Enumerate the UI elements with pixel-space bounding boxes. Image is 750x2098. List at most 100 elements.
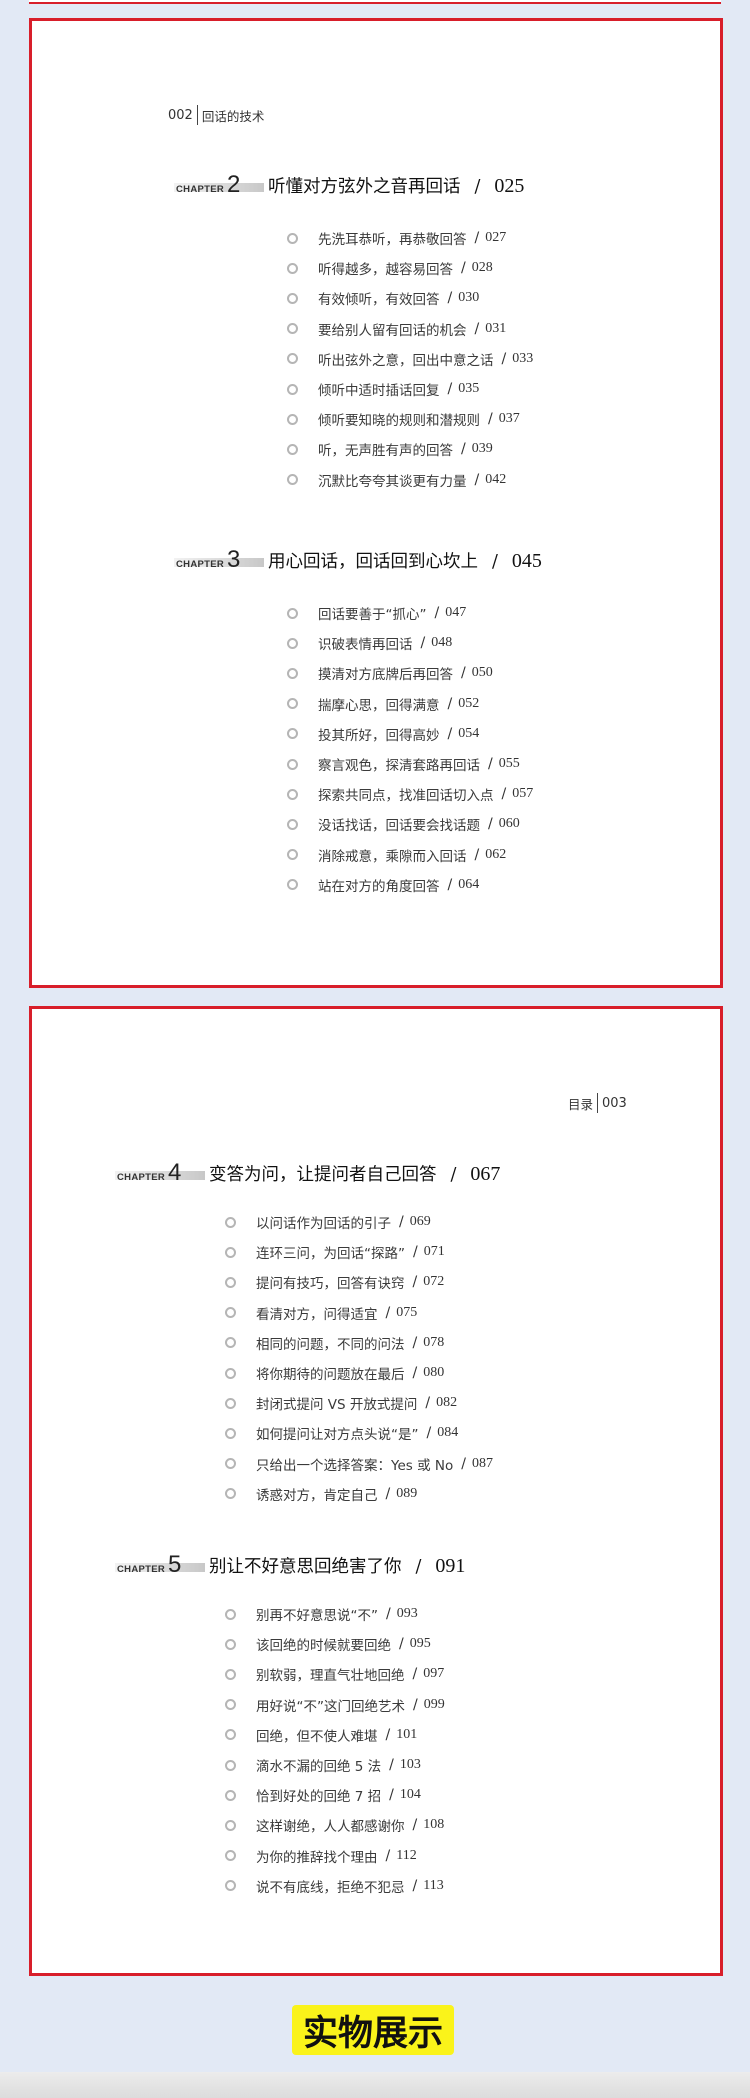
toc-entry: 有效倾听，有效回答/030 — [287, 283, 533, 313]
toc-entry: 没话找话，回话要会找话题/060 — [287, 809, 533, 839]
bullet-circle-icon — [225, 1276, 236, 1288]
entry-title: 先洗耳恭听，再恭敬回答 — [318, 232, 467, 249]
entry-page: 050 — [471, 665, 493, 681]
bullet-circle-icon — [287, 788, 298, 800]
entry-page: 052 — [458, 695, 480, 711]
toc-entry: 识破表情再回话/048 — [287, 628, 533, 658]
bullet-circle-icon — [287, 607, 298, 619]
toc-entry: 回绝，但不使人难堪/101 — [225, 1720, 445, 1750]
toc-entry: 倾听中适时插话回复/035 — [287, 374, 533, 404]
entry-title: 别软弱，理直气壮地回绝 — [256, 1668, 405, 1685]
toc-entry: 以问话作为回话的引子/069 — [225, 1207, 493, 1237]
entry-title: 为你的推辞找个理由 — [256, 1849, 378, 1866]
toc-entry: 将你期待的问题放在最后/080 — [225, 1358, 493, 1388]
page-separator: / — [426, 1425, 432, 1442]
toc-entry: 揣摩心思，回得满意/052 — [287, 689, 533, 719]
entry-page: 080 — [423, 1365, 445, 1381]
entry-title: 该回绝的时候就要回绝 — [256, 1638, 391, 1655]
bullet-circle-icon — [287, 728, 298, 740]
bullet-circle-icon — [287, 849, 298, 861]
page-separator: / — [447, 695, 453, 712]
page-separator: / — [412, 1365, 418, 1382]
toc-entry: 要给别人留有回话的机会/031 — [287, 314, 533, 344]
bullet-circle-icon — [225, 1789, 236, 1801]
chapter-title: 别让不好意思回绝害了你/091 — [209, 1555, 466, 1577]
entry-page: 055 — [498, 756, 520, 772]
page-separator: / — [389, 1757, 394, 1774]
chapter-label: CHAPTER 2 — [174, 173, 264, 197]
page-separator: / — [434, 605, 440, 622]
chapter-label: CHAPTER 5 — [115, 1553, 205, 1577]
toc-entry: 听，无声胜有声的回答/039 — [287, 434, 533, 464]
entry-page: 093 — [396, 1606, 418, 1622]
bullet-circle-icon — [287, 232, 298, 244]
chapter-title: 变答为问，让提问者自己回答/067 — [209, 1163, 501, 1185]
entry-page: 028 — [471, 260, 493, 276]
entry-page: 035 — [458, 381, 480, 397]
entry-title: 如何提问让对方点头说“是” — [256, 1427, 419, 1444]
entry-page: 084 — [437, 1425, 459, 1441]
toc-entry: 只给出一个选择答案：Yes 或 No/087 — [225, 1449, 493, 1479]
entry-page: 099 — [423, 1696, 445, 1712]
toc-entry: 提问有技巧，回答有诀窍/072 — [225, 1267, 493, 1297]
page-separator: / — [385, 1726, 391, 1743]
page-separator: / — [386, 1606, 391, 1623]
chapter-title: 用心回话，回话回到心坎上/045 — [268, 550, 542, 572]
entry-title: 看清对方，问得适宜 — [256, 1306, 378, 1323]
entry-title: 相同的问题，不同的问法 — [256, 1336, 405, 1353]
toc-entry: 用好说“不”这门回绝艺术/099 — [225, 1690, 445, 1720]
entry-page: 031 — [485, 320, 507, 336]
entry-page: 097 — [423, 1666, 445, 1682]
entry-title: 听，无声胜有声的回答 — [318, 443, 453, 460]
bullet-circle-icon — [225, 1819, 236, 1831]
page-separator: / — [474, 471, 480, 488]
chapter-heading: CHAPTER 5 别让不好意思回绝害了你/091 — [115, 1553, 465, 1578]
page-separator: / — [425, 1395, 431, 1412]
entry-title: 倾听中适时插话回复 — [318, 383, 440, 400]
entry-page: 089 — [396, 1485, 418, 1501]
entry-page: 027 — [485, 230, 507, 246]
entry-title: 恰到好处的回绝 7 招 — [256, 1789, 382, 1806]
page-separator: / — [420, 635, 426, 652]
bullet-circle-icon — [287, 758, 298, 770]
toc-entry: 诱惑对方，肯定自己/089 — [225, 1479, 493, 1509]
toc-entry: 先洗耳恭听，再恭敬回答/027 — [287, 223, 533, 253]
bullet-circle-icon — [287, 443, 298, 455]
entry-page: 054 — [458, 725, 480, 741]
bullet-circle-icon — [287, 879, 298, 891]
entry-title: 没话找话，回话要会找话题 — [318, 818, 480, 835]
bullet-circle-icon — [225, 1729, 236, 1741]
entry-page: 113 — [423, 1877, 444, 1893]
entry-page: 069 — [409, 1214, 431, 1230]
entry-title: 封闭式提问 VS 开放式提问 — [256, 1397, 418, 1414]
entry-page: 108 — [423, 1817, 445, 1833]
bullet-circle-icon — [225, 1488, 236, 1500]
entry-title: 听得越多，越容易回答 — [318, 262, 453, 279]
entry-page: 103 — [399, 1757, 421, 1773]
entry-title: 沉默比夸夸其谈更有力量 — [318, 473, 467, 490]
toc-entry: 倾听要知晓的规则和潜规则/037 — [287, 404, 533, 434]
bullet-circle-icon — [225, 1850, 236, 1862]
toc-entry: 察言观色，探清套路再回话/055 — [287, 749, 533, 779]
book-title: 目录 — [568, 1096, 594, 1112]
bullet-circle-icon — [287, 698, 298, 710]
page-separator: / — [447, 290, 453, 307]
page-separator: / — [501, 786, 507, 803]
toc-entry: 说不有底线，拒绝不犯忌/113 — [225, 1871, 445, 1901]
page-number: 003 — [602, 1095, 627, 1111]
toc-entry: 如何提问让对方点头说“是” / 084 — [225, 1418, 493, 1448]
entry-page: 104 — [399, 1787, 421, 1803]
page-separator: / — [385, 1847, 391, 1864]
page-separator: / — [501, 350, 507, 367]
page-separator: / — [412, 1274, 418, 1291]
toc-entry: 探索共同点，找准回话切入点/057 — [287, 779, 533, 809]
chapter-number: 3 — [227, 546, 241, 573]
bullet-circle-icon — [287, 262, 298, 274]
page-separator: / — [412, 1334, 418, 1351]
bullet-circle-icon — [287, 353, 298, 365]
toc-entry: 为你的推辞找个理由/112 — [225, 1841, 445, 1871]
chapter-heading: CHAPTER 4 变答为问，让提问者自己回答/067 — [115, 1161, 500, 1186]
running-header: 目录 003 — [568, 1093, 627, 1113]
